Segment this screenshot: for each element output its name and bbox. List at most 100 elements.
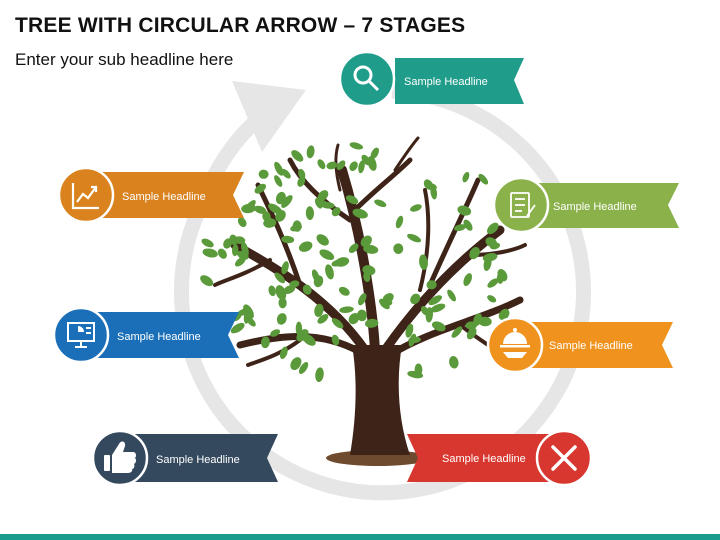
tree-leaf bbox=[407, 233, 422, 243]
stage-label: Sample Headline bbox=[156, 454, 240, 466]
tree-leaf bbox=[275, 191, 286, 205]
tree-leaf bbox=[279, 346, 288, 359]
tree-leaf bbox=[331, 259, 345, 267]
tree-leaf bbox=[408, 333, 417, 347]
tree-leaf bbox=[268, 203, 283, 215]
stage-4[interactable]: Sample Headline bbox=[407, 429, 593, 487]
stage-7[interactable]: Sample Headline bbox=[57, 166, 244, 224]
stage-banner bbox=[86, 172, 244, 218]
tree-leaf bbox=[314, 303, 324, 318]
tree-leaf bbox=[317, 190, 329, 202]
tree-leaf bbox=[317, 159, 326, 170]
stage-banner bbox=[407, 434, 568, 482]
tree-leaf bbox=[254, 183, 267, 194]
tree-leaf bbox=[478, 173, 489, 185]
tree-leaf bbox=[478, 316, 492, 327]
tree-trunk bbox=[350, 345, 410, 455]
tree-leaf bbox=[410, 293, 421, 305]
tree-leaf bbox=[469, 247, 480, 260]
tree-leaf bbox=[317, 314, 329, 324]
tree-leaf bbox=[497, 269, 508, 282]
tree-leaf bbox=[274, 161, 284, 176]
tree-leaf bbox=[407, 370, 424, 379]
tree-leaf bbox=[454, 224, 466, 232]
tree-leaf bbox=[298, 168, 306, 180]
tree-leaf bbox=[290, 357, 302, 371]
tree-leaf bbox=[363, 244, 379, 254]
tree-leaf bbox=[246, 316, 256, 327]
tree-leaf bbox=[370, 147, 379, 160]
tree-leaf bbox=[462, 171, 470, 183]
stage-label: Sample Headline bbox=[442, 453, 526, 465]
stage-label: Sample Headline bbox=[122, 191, 206, 203]
tree-leaf bbox=[348, 243, 359, 254]
bottom-accent-bar bbox=[0, 534, 720, 540]
stage-banner bbox=[520, 183, 679, 228]
tree-leaf bbox=[274, 272, 286, 284]
tree-leaf bbox=[236, 250, 249, 260]
tree-leaf bbox=[306, 145, 315, 159]
tree-leaf bbox=[298, 362, 309, 374]
tree-leaf bbox=[281, 168, 291, 179]
stage-banner bbox=[395, 58, 524, 104]
tree-leaf bbox=[237, 217, 247, 227]
tree-leaf bbox=[281, 235, 295, 244]
tree-leaf bbox=[348, 313, 360, 325]
tree-leaf bbox=[425, 307, 434, 323]
tree-leaf bbox=[276, 313, 287, 325]
tree-leaf bbox=[268, 285, 276, 297]
tree-leaf bbox=[245, 200, 256, 212]
tree-leaf bbox=[356, 309, 368, 322]
tree-leaf bbox=[463, 273, 473, 287]
stage-label: Sample Headline bbox=[404, 76, 488, 88]
stage-6[interactable]: Sample Headline bbox=[52, 306, 239, 364]
stage-3[interactable]: Sample Headline bbox=[486, 316, 673, 374]
tree-leaf bbox=[489, 242, 501, 250]
tree-leaf bbox=[426, 280, 437, 290]
tree-leaf bbox=[482, 252, 498, 262]
tree-leaf bbox=[365, 318, 379, 328]
tree-leaf bbox=[274, 175, 283, 187]
stage-banner bbox=[118, 434, 278, 482]
stage-banner bbox=[515, 322, 673, 368]
tree-leaf bbox=[331, 334, 340, 346]
tree-leaf bbox=[379, 298, 390, 310]
stage-1[interactable]: Sample Headline bbox=[338, 50, 524, 108]
tree-leaves bbox=[200, 142, 510, 383]
thumbs-up-icon bbox=[104, 441, 137, 473]
tree-leaf bbox=[291, 150, 304, 162]
tree-leaf bbox=[358, 293, 367, 306]
tree-leaf bbox=[463, 219, 473, 231]
tree-illustration bbox=[200, 136, 527, 466]
stage-label: Sample Headline bbox=[549, 340, 633, 352]
checklist-icon bbox=[510, 192, 536, 218]
tree-leaf bbox=[200, 275, 214, 287]
tree-leaf bbox=[487, 295, 497, 303]
tree-leaf bbox=[451, 326, 463, 338]
stage-label: Sample Headline bbox=[553, 201, 637, 213]
tree-leaf bbox=[338, 286, 350, 296]
tree-leaf bbox=[420, 255, 427, 266]
tree-leaf bbox=[352, 208, 368, 219]
tree-leaf bbox=[360, 235, 372, 248]
tree-leaf bbox=[202, 248, 218, 258]
stage-5[interactable]: Sample Headline bbox=[91, 429, 278, 487]
stage-icon-circle bbox=[338, 50, 396, 108]
tree-leaf bbox=[319, 249, 335, 261]
tree-leaf bbox=[326, 161, 338, 170]
tree-leaf bbox=[231, 244, 239, 257]
tree-leaf bbox=[270, 329, 281, 337]
stage-icon-circle bbox=[52, 306, 110, 364]
tree-leaf bbox=[320, 201, 335, 209]
stage-2[interactable]: Sample Headline bbox=[492, 176, 679, 234]
tree-leaf bbox=[289, 280, 300, 288]
arrow-head bbox=[232, 81, 306, 152]
magnifier-icon bbox=[353, 65, 380, 92]
page-subtitle: Enter your sub headline here bbox=[15, 50, 234, 69]
tree-leaf bbox=[358, 160, 365, 174]
tree-leaf bbox=[260, 336, 270, 349]
tree-leaf bbox=[278, 297, 287, 309]
tree-leaf bbox=[230, 322, 245, 334]
tree-leaf bbox=[498, 308, 510, 321]
